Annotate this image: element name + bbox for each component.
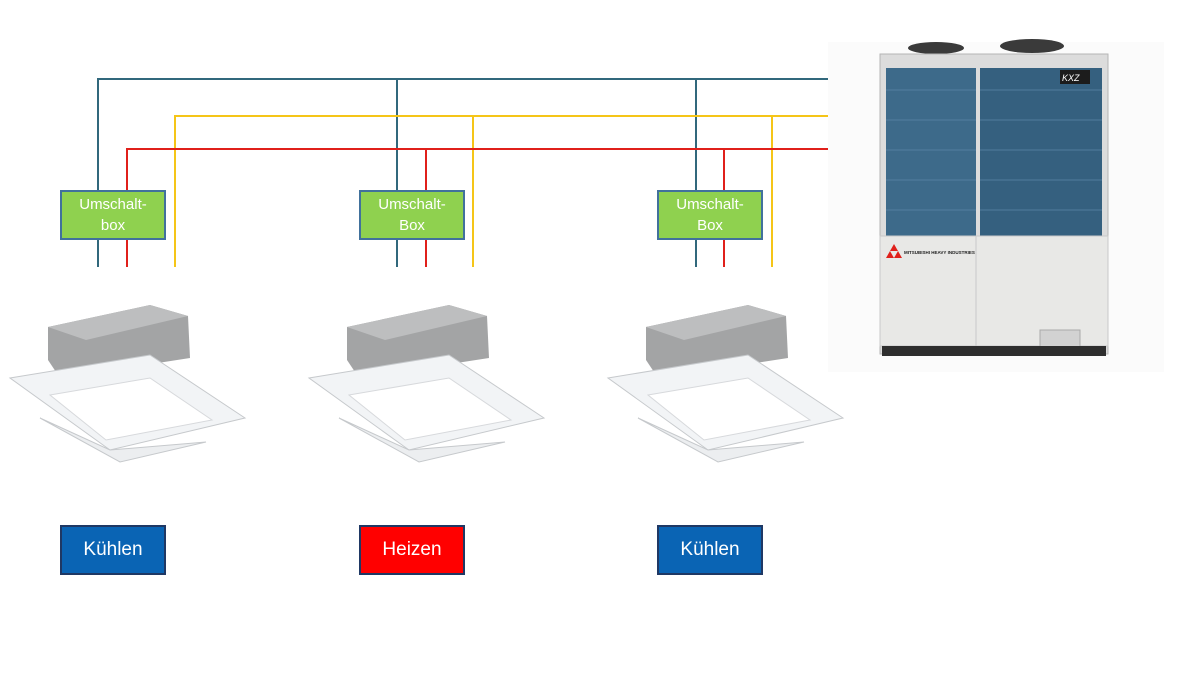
switch-box-2: Umschalt- Box — [359, 190, 465, 240]
switch-box-3-line1: Umschalt- — [659, 194, 761, 215]
mode-label-3: Kühlen — [657, 525, 763, 575]
piping — [98, 79, 884, 267]
switch-box-2-line2: Box — [361, 215, 463, 236]
switch-box-2-line1: Umschalt- — [361, 194, 463, 215]
pipe-blue-main — [98, 79, 884, 267]
indoor-unit-2 — [309, 305, 544, 462]
pipe-yellow-main — [175, 116, 884, 267]
indoor-unit-3 — [608, 305, 843, 462]
pipe-red-main — [127, 149, 884, 267]
brand-text: MITSUBISHI HEAVY INDUSTRIES — [904, 250, 975, 255]
outdoor-unit: KXZ MITSUBISHI HEAVY INDUSTRIES — [828, 39, 1164, 372]
mode-label-2: Heizen — [359, 525, 465, 575]
switch-box-1: Umschalt- box — [60, 190, 166, 240]
switch-box-1-line1: Umschalt- — [62, 194, 164, 215]
switch-box-3: Umschalt- Box — [657, 190, 763, 240]
model-badge: KXZ — [1062, 73, 1080, 83]
mode-label-1: Kühlen — [60, 525, 166, 575]
indoor-unit-1 — [10, 305, 245, 462]
switch-box-3-line2: Box — [659, 215, 761, 236]
switch-box-1-line2: box — [62, 215, 164, 236]
